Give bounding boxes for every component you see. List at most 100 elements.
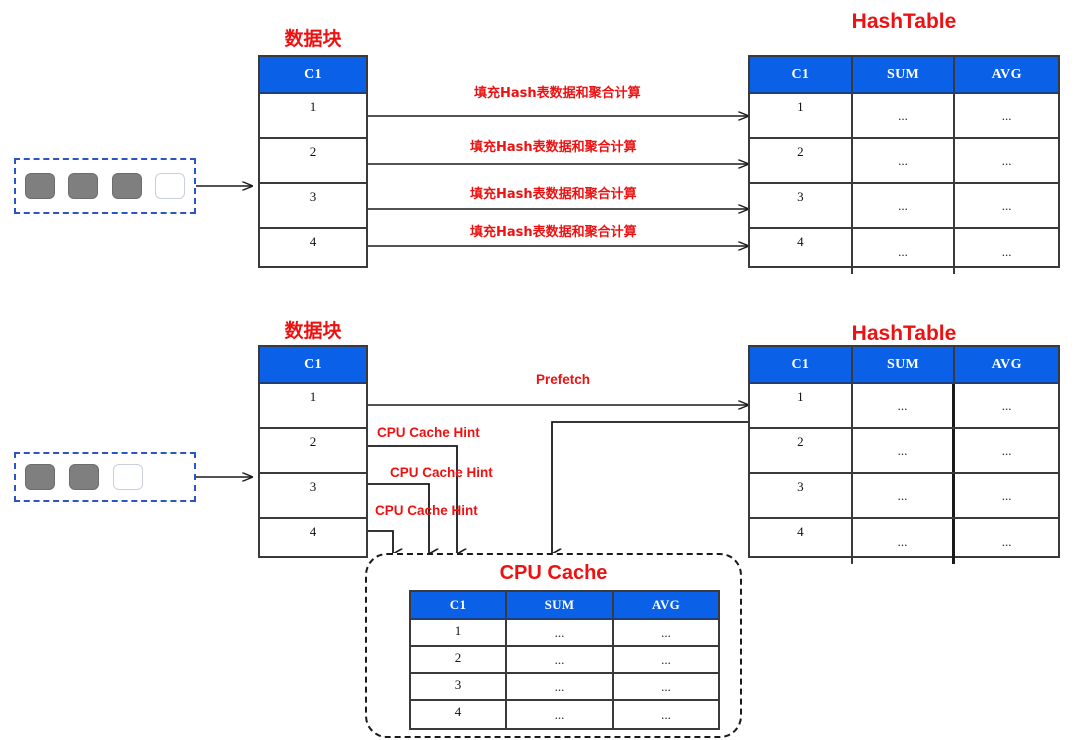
- cpu-cache-title: CPU Cache: [499, 562, 608, 584]
- hashtable-bottom-r4-c1: 4: [750, 519, 853, 564]
- cpu-cache-table: C1 SUM AVG 1 ... ... 2 ... ... 3 ... ...…: [409, 590, 720, 730]
- arrow-label-cpu-cache-hint-2: CPU Cache Hint: [390, 465, 493, 480]
- data-block-filled: [25, 173, 55, 199]
- hashtable-top-r1-sum: ...: [853, 94, 956, 137]
- datablock-top-cell-3: 3: [309, 189, 317, 204]
- cpu-cache-r1-sum: ...: [507, 620, 614, 645]
- hashtable-bottom-r3-sum: ...: [853, 474, 956, 517]
- table-row: 2 ... ...: [750, 139, 1058, 184]
- arrow-label-cpu-cache-hint-3: CPU Cache Hint: [375, 503, 478, 518]
- hashtable-top-r2-avg: ...: [1001, 152, 1012, 168]
- cpu-cache-r1-avg: ...: [661, 624, 671, 640]
- input-blocks-group-top: [14, 158, 196, 214]
- datablock-bottom-cell-1: 1: [309, 389, 317, 404]
- data-block-filled: [25, 464, 55, 490]
- data-block-filled: [111, 173, 142, 199]
- table-header-row: C1: [260, 347, 366, 384]
- hashtable-bottom-r1-c1: 1: [750, 384, 853, 427]
- datablock-top-cell-4: 4: [309, 234, 317, 249]
- arrow-hashtable-to-cpucache: [551, 421, 748, 554]
- arrow-label-fill-hash-3: 填充Hash表数据和聚合计算: [470, 187, 637, 202]
- datablock-table-top: C1 1 2 3 4: [258, 55, 368, 268]
- hashtable-top: C1 SUM AVG 1 ... ... 2 ... ... 3 ... ...…: [748, 55, 1060, 274]
- table-row: 1 ... ...: [750, 94, 1058, 139]
- hashtable-title-top: HashTable: [851, 10, 957, 33]
- datablock-bottom-cell-2: 2: [309, 434, 317, 449]
- cpu-cache-header-avg: AVG: [614, 592, 718, 618]
- cpu-cache-r2-sum: ...: [507, 647, 614, 672]
- hashtable-top-r4-sum: ...: [853, 229, 956, 274]
- table-row: 2: [260, 139, 366, 184]
- datablock-top-cell-2: 2: [309, 144, 317, 159]
- cpu-cache-r1-c1: 1: [411, 620, 507, 645]
- hashtable-bottom-header-c1: C1: [750, 347, 853, 382]
- datablock-top-cell-1: 1: [309, 99, 317, 114]
- table-row: 1: [260, 94, 366, 139]
- hashtable-bottom-header-avg: AVG: [955, 347, 1058, 382]
- hashtable-top-r4-c1: 4: [750, 229, 853, 274]
- table-row: 3: [260, 474, 366, 519]
- hashtable-bottom-r3-avg: ...: [1001, 487, 1012, 503]
- cpu-cache-header-sum: SUM: [507, 592, 614, 618]
- hashtable-top-r3-c1: 3: [750, 184, 853, 227]
- table-header-row: C1 SUM AVG: [750, 57, 1058, 94]
- table-row: 4 ... ...: [411, 701, 718, 728]
- hashtable-bottom-r2-sum: ...: [853, 429, 956, 472]
- hashtable-bottom-r4-sum: ...: [853, 519, 956, 564]
- table-row: 3 ... ...: [750, 474, 1058, 519]
- table-header-row: C1 SUM AVG: [411, 592, 718, 620]
- datablock-bottom-header-c1: C1: [260, 347, 366, 382]
- table-row: 3 ... ...: [411, 674, 718, 701]
- datablock-title-top: 数据块: [284, 28, 342, 50]
- table-row: 4: [260, 229, 366, 274]
- cpu-cache-r4-sum: ...: [507, 701, 614, 728]
- hashtable-bottom-r3-c1: 3: [750, 474, 853, 517]
- table-row: 2 ... ...: [411, 647, 718, 674]
- cpu-cache-r2-avg: ...: [661, 651, 671, 667]
- arrow-label-cpu-cache-hint-1: CPU Cache Hint: [377, 425, 480, 440]
- table-row: 4 ... ...: [750, 229, 1058, 274]
- hashtable-top-r2-c1: 2: [750, 139, 853, 182]
- hashtable-top-header-sum: SUM: [852, 57, 956, 92]
- table-row: 2 ... ...: [750, 429, 1058, 474]
- hashtable-bottom-r1-avg: ...: [1001, 397, 1012, 413]
- table-row: 1 ... ...: [750, 384, 1058, 429]
- datablock-bottom-cell-3: 3: [309, 479, 317, 494]
- datablock-bottom-cell-4: 4: [309, 524, 317, 539]
- hashtable-top-header-c1: C1: [750, 57, 853, 92]
- arrow-label-fill-hash-4: 填充Hash表数据和聚合计算: [470, 225, 637, 240]
- data-block-empty: [154, 173, 185, 199]
- hashtable-title-bottom: HashTable: [851, 322, 957, 345]
- datablock-top-header-c1: C1: [260, 57, 366, 92]
- arrow-label-prefetch: Prefetch: [536, 372, 591, 387]
- table-row: 2: [260, 429, 366, 474]
- cpu-cache-r2-c1: 2: [411, 647, 507, 672]
- hashtable-top-r1-c1: 1: [750, 94, 853, 137]
- cpu-cache-r3-avg: ...: [661, 678, 671, 694]
- datablock-table-bottom: C1 1 2 3 4: [258, 345, 368, 558]
- cpu-cache-r3-c1: 3: [411, 674, 507, 699]
- hashtable-bottom-r2-c1: 2: [750, 429, 853, 472]
- cpu-cache-hint-arrow-2: [366, 483, 429, 554]
- hashtable-bottom-r1-sum: ...: [853, 384, 956, 427]
- arrow-label-fill-hash-2: 填充Hash表数据和聚合计算: [470, 140, 637, 155]
- table-row: 4 ... ...: [750, 519, 1058, 564]
- hashtable-bottom-r2-avg: ...: [1001, 442, 1012, 458]
- cpu-cache-r4-c1: 4: [411, 701, 507, 728]
- datablock-title-bottom: 数据块: [284, 320, 342, 342]
- table-header-row: C1: [260, 57, 366, 94]
- cpu-cache-r3-sum: ...: [507, 674, 614, 699]
- data-block-filled: [69, 464, 99, 490]
- hashtable-bottom-r4-avg: ...: [1001, 533, 1012, 549]
- cpu-cache-r4-avg: ...: [661, 706, 671, 722]
- table-row: 1: [260, 384, 366, 429]
- hashtable-top-r4-avg: ...: [1001, 243, 1012, 259]
- table-row: 4: [260, 519, 366, 564]
- hashtable-bottom: C1 SUM AVG 1 ... ... 2 ... ... 3 ... ...…: [748, 345, 1060, 564]
- table-row: 3 ... ...: [750, 184, 1058, 229]
- hashtable-top-header-avg: AVG: [955, 57, 1058, 92]
- hashtable-bottom-header-sum: SUM: [852, 347, 956, 382]
- data-block-filled: [68, 173, 99, 199]
- arrow-label-fill-hash-1: 填充Hash表数据和聚合计算: [474, 86, 641, 101]
